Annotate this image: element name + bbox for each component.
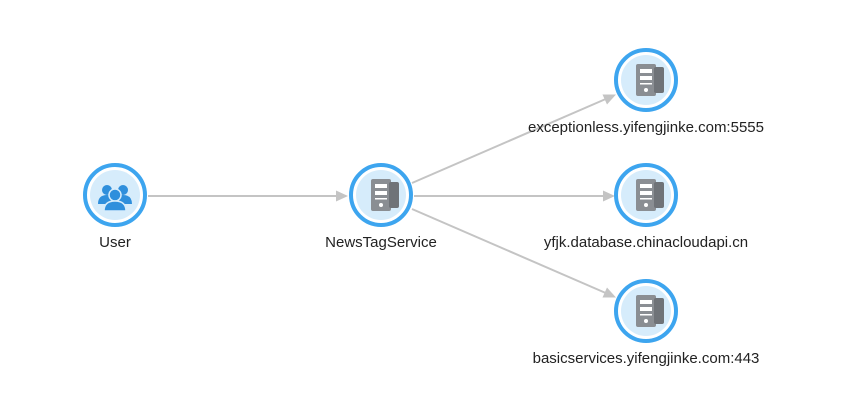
node-exceptionless[interactable]: exceptionless.yifengjinke.com:5555: [528, 48, 764, 136]
edge-newstagservice-to-exceptionless[interactable]: [411, 94, 616, 184]
edge-newstagservice-to-database[interactable]: [414, 190, 615, 202]
node-database-label: yfjk.database.chinacloudapi.cn: [544, 234, 748, 251]
node-newstagservice[interactable]: NewsTagService: [325, 163, 437, 251]
edge-newstagservice-to-basicservices[interactable]: [411, 208, 616, 298]
node-basicservices[interactable]: basicservices.yifengjinke.com:443: [533, 279, 760, 367]
server-icon: [636, 64, 664, 96]
node-basicservices-label: basicservices.yifengjinke.com:443: [533, 350, 760, 367]
node-user[interactable]: User: [83, 163, 147, 251]
node-newstagservice-label: NewsTagService: [325, 234, 437, 251]
node-database[interactable]: yfjk.database.chinacloudapi.cn: [544, 163, 748, 251]
server-icon: [371, 179, 399, 211]
node-exceptionless-label: exceptionless.yifengjinke.com:5555: [528, 119, 764, 136]
server-icon: [636, 179, 664, 211]
node-user-label: User: [99, 234, 131, 251]
edge-user-to-newstagservice[interactable]: [148, 190, 348, 202]
server-icon: [636, 295, 664, 327]
